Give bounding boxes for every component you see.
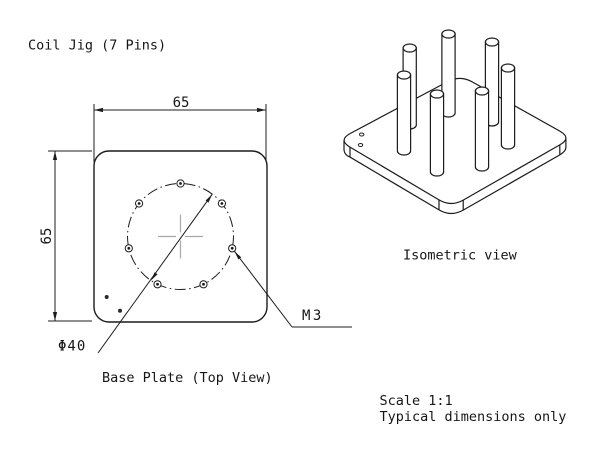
pin [429, 89, 445, 177]
height-dimension [48, 150, 92, 322]
corner-dot [357, 143, 364, 147]
pin [474, 86, 490, 172]
width-dim-label: 65 [173, 95, 190, 111]
thread-leader [234, 250, 352, 328]
notes-block: Scale 1:1 Typical dimensions only [380, 393, 567, 425]
height-dim-label: 65 [39, 228, 55, 245]
arrowhead [205, 194, 213, 203]
drawing-title: Coil Jig (7 Pins) [28, 38, 166, 54]
pin-hole [124, 244, 133, 253]
pin [500, 63, 516, 150]
pin-hole [199, 280, 208, 289]
isometric-view: Isometric view [343, 29, 567, 264]
leader-line [234, 250, 293, 328]
bolt-circle-dia-leader [97, 193, 213, 354]
pin [396, 70, 412, 156]
arrowhead [234, 251, 242, 260]
iso-corner-dots [357, 132, 365, 147]
corner-dot [359, 132, 365, 137]
corner-dots [104, 295, 122, 313]
arrowhead [52, 312, 58, 321]
pin-hole [176, 179, 185, 188]
pin-hole [217, 199, 226, 208]
arrowhead [257, 107, 266, 113]
corner-dot [104, 295, 109, 299]
dimensions-note: Typical dimensions only [380, 409, 567, 425]
arrowhead [52, 151, 58, 160]
base-plate-outline [93, 150, 268, 323]
width-dimension [93, 104, 267, 162]
iso-pins [396, 29, 516, 177]
corner-dot [118, 308, 122, 313]
pin-holes [124, 179, 237, 289]
iso-plate-bottom-edge [343, 138, 567, 215]
scale-note: Scale 1:1 [380, 393, 453, 409]
pin-hole [228, 244, 237, 253]
top-view: 65 65 [39, 95, 352, 386]
arrowhead [150, 272, 158, 281]
pin-hole [153, 280, 162, 289]
top-view-caption: Base Plate (Top View) [102, 370, 273, 386]
iso-plate-side [343, 138, 567, 215]
pin-hole [135, 199, 144, 208]
center-mark [158, 214, 203, 259]
arrowhead [94, 107, 103, 113]
bolt-circle-dia-label: Φ40 [58, 339, 86, 355]
thread-label: M3 [302, 308, 324, 324]
iso-view-caption: Isometric view [403, 248, 518, 264]
